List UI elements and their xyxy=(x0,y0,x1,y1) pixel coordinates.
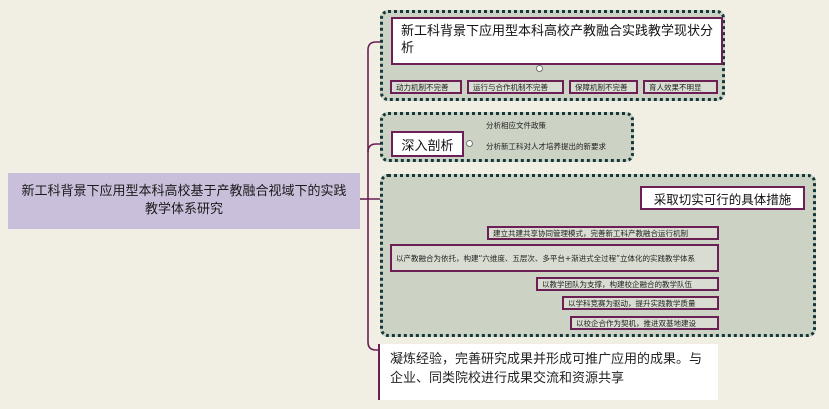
branch3-item-3[interactable]: 以学科竞赛为驱动，提升实践教学质量 xyxy=(562,296,719,310)
branch2-title-label: 深入剖析 xyxy=(401,138,454,154)
branch1-item-2[interactable]: 保障机制不完善 xyxy=(569,80,638,94)
branch1-title-label: 新工科背景下应用型本科高校产教融合实践教学现状分析 xyxy=(401,24,714,56)
branch3-item-2-label: 以教学团队为支撑，构建校企融合的教学队伍 xyxy=(542,279,692,289)
root-topic[interactable]: 新工科背景下应用型本科高校基于产教融合视域下的实践教学体系研究 xyxy=(8,173,360,229)
branch3-item-4[interactable]: 以校企合作为契机，推进双基地建设 xyxy=(570,316,719,330)
branch3-item-0-label: 建立共建共享协同管理模式，完善新工科产教融合运行机制 xyxy=(493,228,688,238)
link-root-branch4 xyxy=(367,199,380,351)
branch4-node[interactable]: 凝炼经验，完善研究成果并形成可推广应用的成果。与企业、同类院校进行成果交流和资源… xyxy=(378,344,718,400)
branch3-title[interactable]: 采取切实可行的具体措施 xyxy=(640,186,805,210)
branch1-item-0-label: 动力机制不完善 xyxy=(396,82,449,92)
root-topic-label: 新工科背景下应用型本科高校基于产教融合视域下的实践教学体系研究 xyxy=(21,184,347,217)
branch2-item-1[interactable]: 分析新工科对人才培养提出的新要求 xyxy=(486,141,606,152)
branch3-item-1[interactable]: 以产教融合为依托，构建“六维度、五层次、多平台+渐进式全过程”立体化的实践教学体… xyxy=(390,244,719,272)
branch1-item-0[interactable]: 动力机制不完善 xyxy=(390,80,462,94)
branch4-title-label: 凝炼经验，完善研究成果并形成可推广应用的成果。与企业、同类院校进行成果交流和资源… xyxy=(390,352,703,386)
branch2-item-1-label: 分析新工科对人才培养提出的新要求 xyxy=(486,142,606,151)
branch3-item-0[interactable]: 建立共建共享协同管理模式，完善新工科产教融合运行机制 xyxy=(487,226,719,240)
branch1-item-2-label: 保障机制不完善 xyxy=(575,82,628,92)
branch3-title-label: 采取切实可行的具体措施 xyxy=(653,191,792,207)
branch1-item-1[interactable]: 运行与合作机制不完善 xyxy=(467,80,564,94)
branch2-item-0-label: 分析相应文件政策 xyxy=(486,121,546,130)
branch3-item-1-label: 以产教融合为依托，构建“六维度、五层次、多平台+渐进式全过程”立体化的实践教学体… xyxy=(396,253,696,263)
branch2-item-0[interactable]: 分析相应文件政策 xyxy=(486,120,546,131)
branch2-collapse-toggle[interactable] xyxy=(466,140,473,147)
branch3-item-4-label: 以校企合作为契机，推进双基地建设 xyxy=(576,318,696,328)
branch1-title[interactable]: 新工科背景下应用型本科高校产教融合实践教学现状分析 xyxy=(391,17,723,65)
branch3-item-2[interactable]: 以教学团队为支撑，构建校企融合的教学队伍 xyxy=(536,277,719,291)
branch1-collapse-toggle[interactable] xyxy=(536,65,543,72)
branch1-item-3[interactable]: 育人效果不明显 xyxy=(643,80,718,94)
branch3-item-3-label: 以学科竞赛为驱动，提升实践教学质量 xyxy=(568,298,696,308)
branch1-item-3-label: 育人效果不明显 xyxy=(649,82,702,92)
branch2-title[interactable]: 深入剖析 xyxy=(391,131,464,157)
branch1-item-1-label: 运行与合作机制不完善 xyxy=(473,82,548,92)
